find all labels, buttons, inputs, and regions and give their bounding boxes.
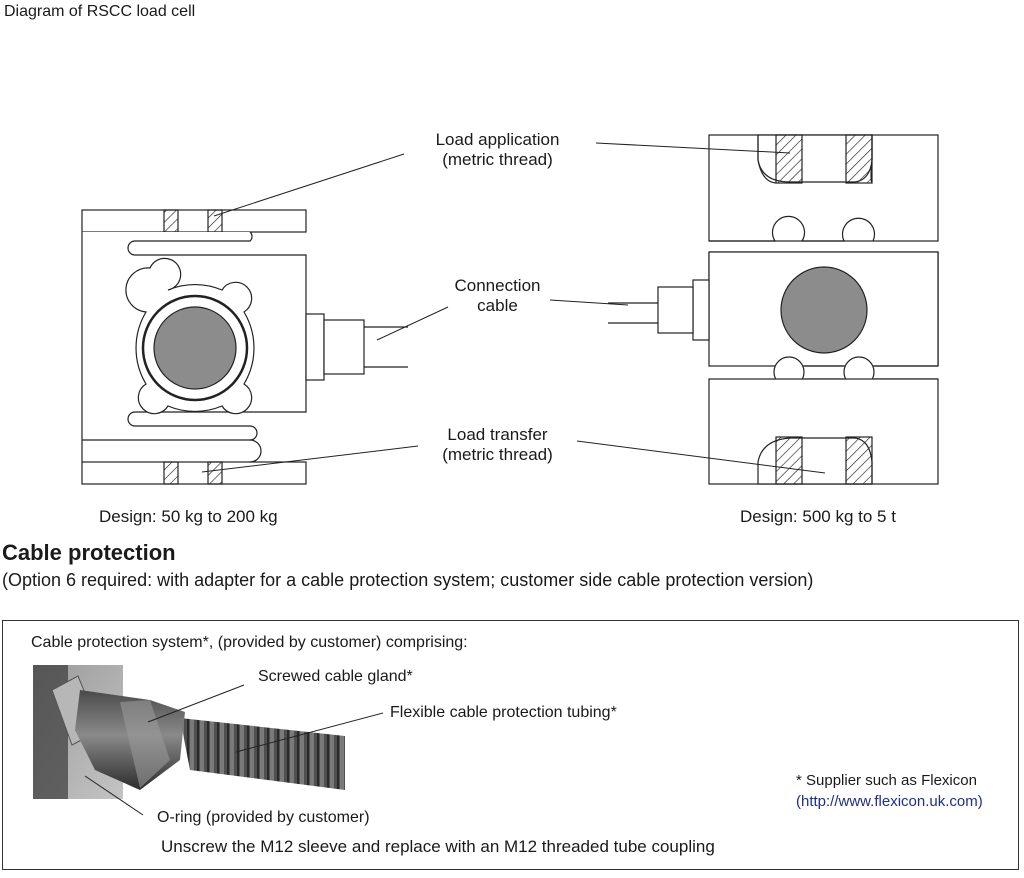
label-connection-cable-line1: Connection: [454, 276, 541, 295]
section-subtitle: (Option 6 required: with adapter for a c…: [2, 570, 814, 590]
bottom-thread-left: [163, 461, 179, 485]
replacement-instruction: Unscrew the M12 sleeve and replace with …: [161, 837, 715, 856]
label-load-transfer: Load transfer (metric thread): [420, 425, 575, 465]
label-load-application: Load application (metric thread): [420, 130, 575, 170]
cable-boss-outer: [305, 313, 325, 381]
bottom-thread-right: [207, 461, 223, 485]
label-protection-tubing: Flexible cable protection tubing*: [390, 704, 617, 721]
design-large-caption: Design: 500 kg to 5 t: [740, 507, 896, 526]
center-disk: [780, 266, 868, 354]
cable-protection-box: [2, 620, 1019, 870]
label-load-transfer-line2: (metric thread): [442, 445, 553, 464]
protection-intro: Cable protection system*, (provided by c…: [31, 634, 468, 651]
cable-boss-inner: [323, 319, 365, 375]
section-heading: Cable protection: [2, 540, 176, 565]
label-connection-cable: Connection cable: [430, 276, 565, 316]
label-connection-cable-line2: cable: [477, 296, 518, 315]
small-design-drawing: [81, 209, 408, 485]
cable-boss-outer: [692, 279, 710, 341]
label-load-transfer-line1: Load transfer: [447, 425, 548, 444]
supplier-note: * Supplier such as Flexicon: [796, 772, 977, 789]
label-o-ring: O-ring (provided by customer): [157, 809, 370, 826]
load-cell-diagrams: [81, 134, 939, 485]
bottom-thread-right: [845, 436, 873, 485]
top-plate: [81, 209, 307, 233]
page-title: Diagram of RSCC load cell: [4, 3, 196, 20]
leader-lines: [201, 142, 826, 474]
bottom-thread-left: [775, 436, 803, 485]
supplier-link[interactable]: (http://www.flexicon.uk.com): [796, 793, 983, 810]
label-cable-gland: Screwed cable gland*: [258, 668, 413, 685]
cable-boss-inner: [657, 286, 694, 334]
center-disk: [153, 306, 237, 390]
bottom-block: [708, 378, 939, 485]
design-small-caption: Design: 50 kg to 200 kg: [99, 507, 278, 526]
label-load-application-line1: Load application: [435, 130, 560, 149]
top-thread-left: [775, 134, 803, 184]
bottom-plate: [81, 461, 307, 485]
top-thread-right: [845, 134, 873, 184]
label-load-application-line2: (metric thread): [442, 150, 553, 169]
large-design-drawing: [608, 134, 939, 485]
top-thread-right: [207, 209, 223, 233]
top-thread-left: [163, 209, 179, 233]
